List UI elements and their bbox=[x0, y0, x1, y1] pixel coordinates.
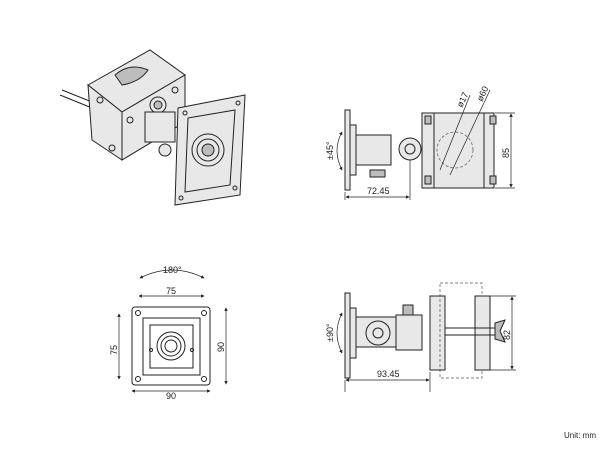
width-label-top: 72.45 bbox=[367, 186, 390, 196]
plate-width-label: 90 bbox=[166, 391, 176, 401]
dia-large-label: ø60 bbox=[475, 85, 491, 103]
isometric-view bbox=[59, 49, 246, 206]
front-view: 180° 75 75 90 90 bbox=[109, 265, 228, 401]
height-label-top: 85 bbox=[501, 148, 511, 158]
height-label-bottom: 82 bbox=[502, 330, 512, 340]
width-label-bottom: 93.45 bbox=[377, 369, 400, 379]
side-view-top: ø17 ø60 72.45 85 ±45° bbox=[325, 85, 515, 200]
hole-spacing-v-label: 75 bbox=[109, 345, 119, 355]
dia-small-label: ø17 bbox=[455, 91, 471, 109]
side-view-bottom: 93.45 82 ±90° bbox=[325, 282, 516, 392]
angle-label-top: ±45° bbox=[325, 141, 335, 160]
unit-label: Unit: mm bbox=[564, 431, 596, 440]
plate-height-label: 90 bbox=[216, 342, 226, 352]
angle-label-bottom: ±90° bbox=[325, 323, 335, 342]
hole-spacing-h-label: 75 bbox=[166, 286, 176, 296]
rotation-label: 180° bbox=[163, 265, 182, 275]
